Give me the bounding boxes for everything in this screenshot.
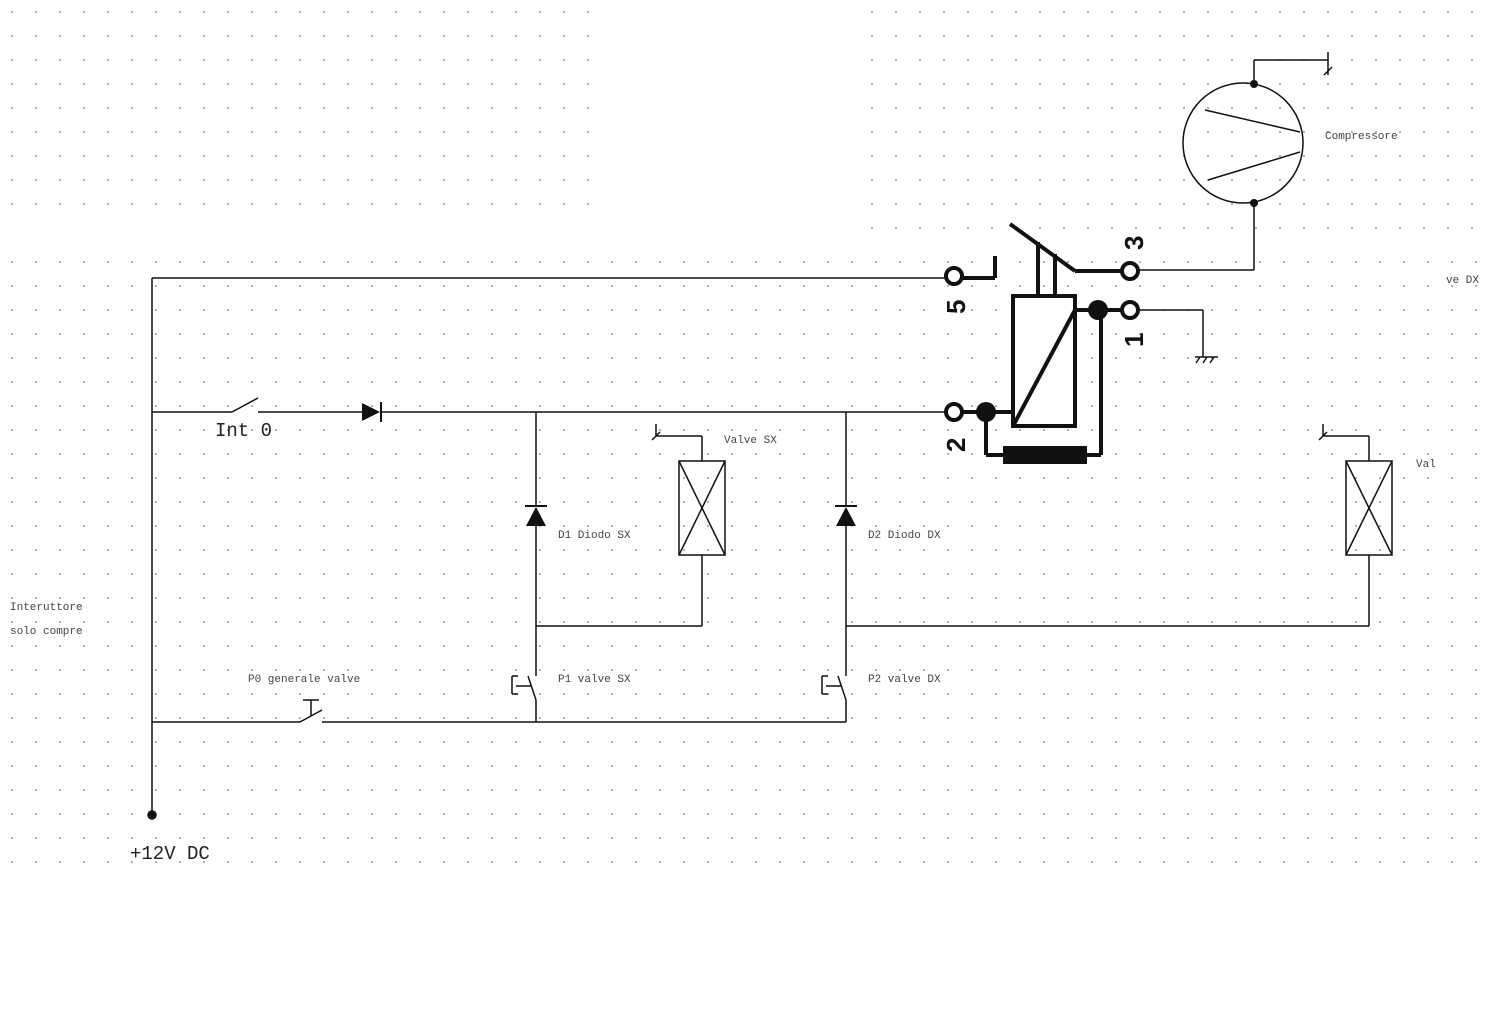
relay-pin-1: 1 <box>1119 333 1149 347</box>
valve-dx-label-edge: ve DX <box>1446 275 1479 287</box>
grid-region-top-left <box>0 0 600 215</box>
relay-pin-5: 5 <box>941 300 971 314</box>
grid-region-main <box>0 250 1490 870</box>
compressor-label: Compressore <box>1325 131 1398 143</box>
p0-label: P0 generale valve <box>248 674 360 686</box>
diode-main <box>362 402 382 422</box>
relay-node-pin2 <box>976 402 996 422</box>
switch-note-line1: Interuttore <box>10 602 83 614</box>
p2-label: P2 valve DX <box>868 674 941 686</box>
valve-sx-label: Valve SX <box>724 435 777 447</box>
diode-d2 <box>835 505 857 526</box>
pushbutton-p1[interactable] <box>511 672 537 701</box>
compressor-node-bottom <box>1250 199 1258 207</box>
compressor-node-top <box>1250 80 1258 88</box>
relay-node-pin1 <box>1088 300 1108 320</box>
diode-d1 <box>525 505 547 526</box>
relay-pin-2: 2 <box>941 438 971 452</box>
valve-dx-solenoid <box>1318 424 1393 556</box>
compressor-motor <box>1138 52 1333 271</box>
p1-label: P1 valve SX <box>558 674 631 686</box>
supply-label: +12V DC <box>130 843 210 865</box>
pushbutton-p0[interactable] <box>299 699 323 723</box>
relay-pin-3: 3 <box>1119 236 1149 250</box>
switch-int0-blade[interactable] <box>231 397 259 413</box>
d1-label: D1 Diodo SX <box>558 530 631 542</box>
relay <box>944 222 1140 457</box>
pushbutton-p2[interactable] <box>821 672 847 701</box>
ground-pin1 <box>1138 309 1218 364</box>
valve-sx-solenoid <box>651 424 726 556</box>
switch-note-line2: solo compre <box>10 626 83 638</box>
int0-label: Int 0 <box>215 420 272 442</box>
d2-label: D2 Diodo DX <box>868 530 941 542</box>
relay-resistor <box>1003 446 1087 464</box>
valve-dx-label-cut: Val <box>1416 459 1436 471</box>
supply-terminal <box>147 810 157 820</box>
grid-region-top-right <box>860 0 1490 250</box>
